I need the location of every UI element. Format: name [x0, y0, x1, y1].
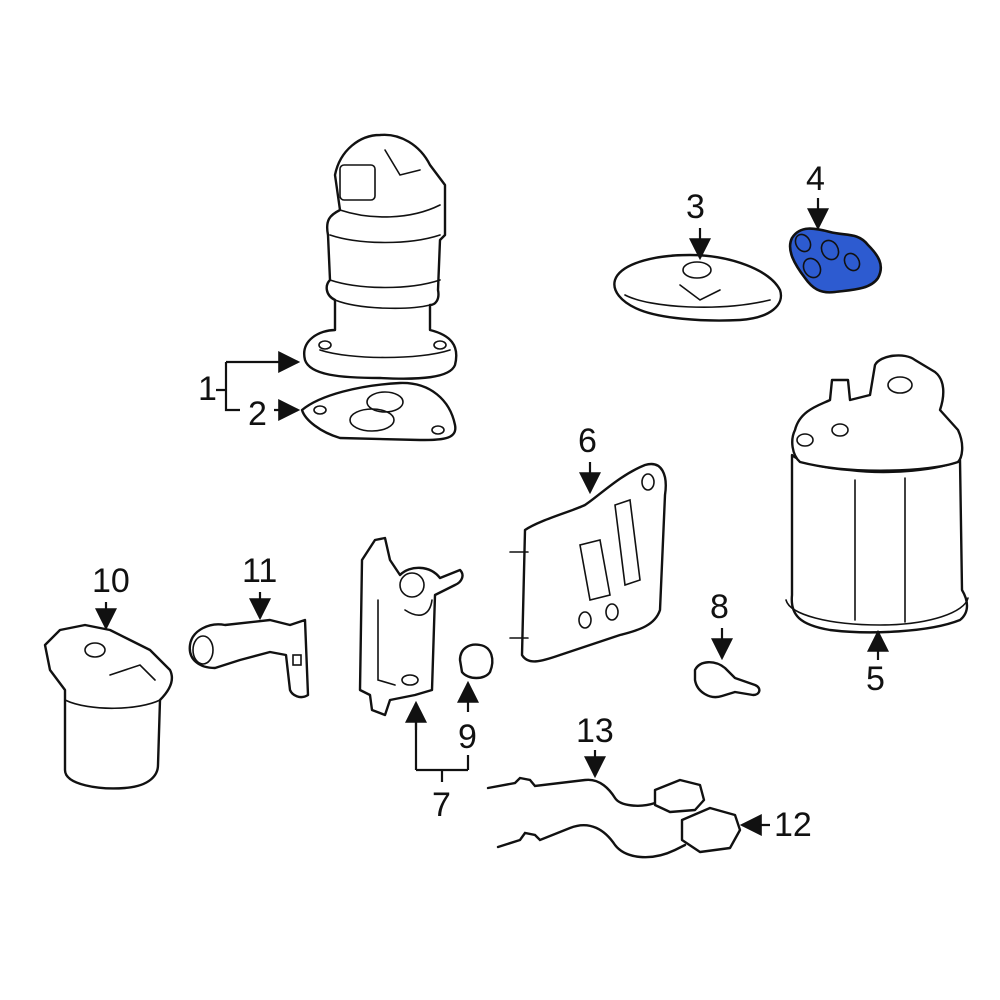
callout-10: 10 [92, 562, 130, 600]
callout-6: 6 [578, 422, 597, 460]
callout-12: 12 [774, 806, 812, 844]
part-4-gasket-highlighted[interactable] [788, 227, 883, 294]
part-2-gasket[interactable] [300, 381, 457, 442]
part-7-solenoid-bracket[interactable] [358, 536, 464, 717]
callout-4: 4 [806, 160, 825, 198]
callout-9: 9 [458, 718, 477, 756]
part-5-canister[interactable] [785, 354, 969, 634]
part-9-cap[interactable] [458, 643, 494, 680]
part-6-bracket[interactable] [509, 462, 667, 663]
part-3-cover[interactable] [613, 253, 783, 322]
part-11-hose[interactable] [188, 618, 310, 699]
callout-3: 3 [686, 188, 705, 226]
callout-11: 11 [242, 552, 277, 590]
callout-7: 7 [432, 786, 451, 824]
part-12-sensor[interactable] [496, 806, 742, 859]
part-10-canister-valve[interactable] [43, 623, 174, 790]
part-13-sensor[interactable] [486, 776, 706, 814]
callout-8: 8 [710, 588, 729, 626]
callout-2: 2 [248, 395, 267, 433]
part-8-fitting[interactable] [693, 661, 761, 699]
callout-13: 13 [576, 712, 614, 750]
callout-5: 5 [866, 660, 885, 698]
part-1-egr-valve[interactable] [303, 133, 458, 380]
callout-1: 1 [198, 370, 217, 408]
